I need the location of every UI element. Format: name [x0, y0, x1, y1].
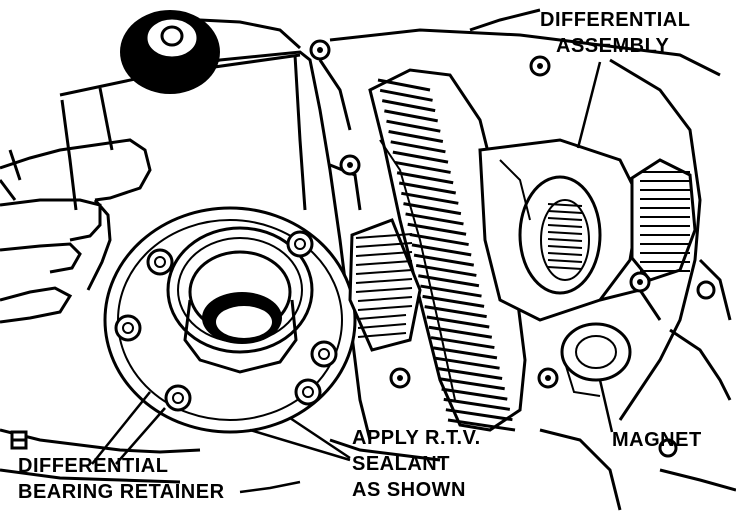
leader-magnet [598, 379, 614, 433]
retainer-bolts [114, 230, 338, 412]
label-magnet: MAGNET [612, 429, 702, 451]
label-differential-assembly-line2: ASSEMBLY [556, 35, 670, 57]
leader-rtv-2 [249, 428, 351, 462]
leader-rtv-1 [289, 416, 351, 460]
leader-retainer-1 [91, 391, 151, 465]
label-bearing-retainer-line1: DIFFERENTIAL [18, 455, 169, 477]
leader-retainer-3 [239, 480, 301, 494]
corner-mark-icon [10, 430, 28, 450]
left-tapered-bearing [348, 218, 422, 352]
right-tapered-bearing [630, 158, 697, 282]
leader-retainer-2 [115, 407, 166, 465]
leader-differential-assembly [576, 61, 602, 149]
top-knob [120, 10, 302, 94]
label-apply-rtv-line2: SEALANT [352, 453, 450, 475]
label-apply-rtv-line1: APPLY R.T.V. [352, 427, 481, 449]
differential-case [478, 138, 642, 322]
label-differential-assembly-line1: DIFFERENTIAL [540, 9, 691, 31]
magnet [560, 322, 632, 397]
leader-lines [91, 61, 614, 494]
label-bearing-retainer-line2: BEARING RETAINER [18, 481, 225, 503]
label-apply-rtv-line3: AS SHOWN [352, 479, 466, 501]
housing-bolts [309, 39, 716, 458]
hand [0, 138, 152, 324]
